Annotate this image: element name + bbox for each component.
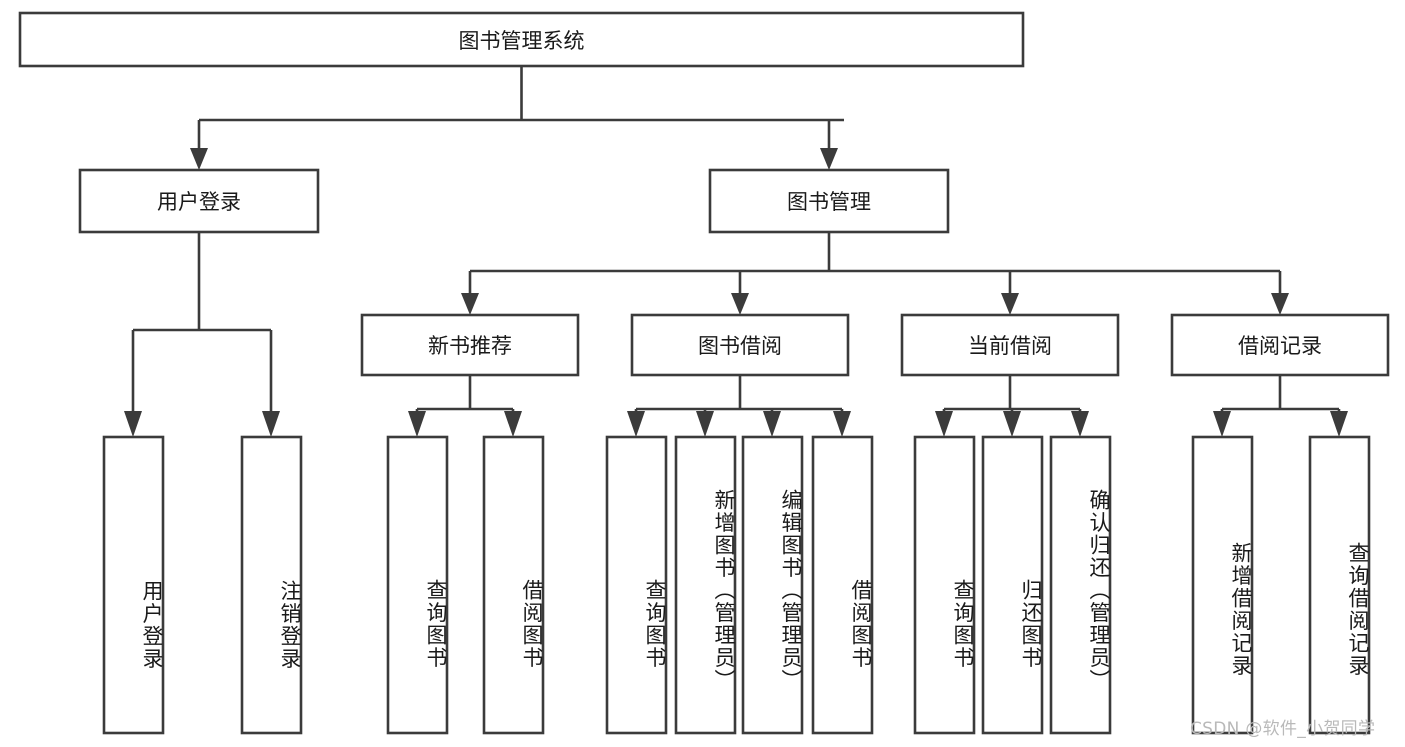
node-book-borrow[interactable]	[630, 313, 850, 377]
arrow-heads	[124, 148, 1348, 437]
arrow-icon	[627, 411, 645, 437]
label-user-login: 用户登录	[157, 190, 241, 214]
arrow-icon	[1330, 411, 1348, 437]
leaf-new-book-1[interactable]	[482, 435, 545, 735]
arrow-icon	[461, 293, 479, 315]
label-current-borrow: 当前借阅	[968, 334, 1052, 358]
arrow-icon	[190, 148, 208, 170]
arrow-icon	[935, 411, 953, 437]
node-user-login[interactable]	[78, 168, 320, 234]
arrow-icon	[833, 411, 851, 437]
node-book-management[interactable]	[708, 168, 950, 234]
arrow-icon	[1071, 411, 1089, 437]
node-labels: 图书管理系统 用户登录 图书管理 新书推荐 图书借阅 当前借阅 借阅记录	[157, 29, 1322, 358]
leaf-book-borrow-2[interactable]	[741, 435, 804, 735]
leaf-current-borrow-1[interactable]	[981, 435, 1044, 735]
leaf-current-borrow-2[interactable]	[1049, 435, 1112, 735]
leaf-borrow-records-1[interactable]	[1308, 435, 1371, 735]
node-borrow-records[interactable]	[1170, 313, 1390, 377]
label-book-management: 图书管理	[787, 190, 871, 214]
watermark-text: CSDN @软件_小贺同学	[1190, 719, 1376, 739]
leaf-book-borrow-1[interactable]	[674, 435, 737, 735]
label-book-borrow: 图书借阅	[698, 334, 782, 358]
arrow-icon	[124, 411, 142, 437]
arrow-icon	[820, 148, 838, 170]
arrow-icon	[1271, 293, 1289, 315]
node-new-book-recommend[interactable]	[360, 313, 580, 377]
label-borrow-records: 借阅记录	[1238, 334, 1322, 358]
arrow-icon	[763, 411, 781, 437]
leaf-book-borrow-0[interactable]	[605, 435, 668, 735]
arrow-icon	[504, 411, 522, 437]
arrow-icon	[1001, 293, 1019, 315]
node-boxes	[18, 11, 1390, 735]
leaf-current-borrow-0[interactable]	[913, 435, 976, 735]
leaf-book-borrow-3[interactable]	[811, 435, 874, 735]
arrow-icon	[1213, 411, 1231, 437]
leaf-new-book-0[interactable]	[386, 435, 449, 735]
label-root: 图书管理系统	[459, 29, 585, 53]
arrow-icon	[1003, 411, 1021, 437]
arrow-icon	[408, 411, 426, 437]
arrow-icon	[696, 411, 714, 437]
leaf-user-login-1[interactable]	[240, 435, 303, 735]
leaf-borrow-records-0[interactable]	[1191, 435, 1254, 735]
arrow-icon	[731, 293, 749, 315]
node-root[interactable]	[18, 11, 1025, 68]
node-current-borrow[interactable]	[900, 313, 1120, 377]
arrow-icon	[262, 411, 280, 437]
label-new-book-recommend: 新书推荐	[428, 334, 512, 358]
leaf-user-login-0[interactable]	[102, 435, 165, 735]
